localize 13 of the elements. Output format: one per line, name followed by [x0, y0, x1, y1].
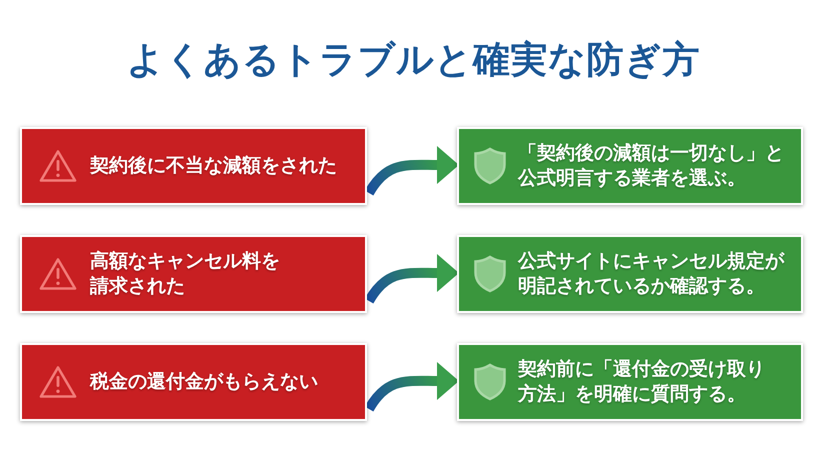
problem-text: 税金の還付金がもらえない	[90, 370, 319, 394]
solution-box	[457, 127, 803, 205]
solution-box	[457, 235, 803, 313]
title: よくあるトラブルと確実な防ぎ方	[126, 38, 700, 82]
solution-box	[457, 343, 803, 421]
problem-text: 契約後に不当な減額をされた	[90, 154, 338, 178]
problem-box	[20, 343, 367, 421]
problem-box	[20, 127, 367, 205]
solution-text: 「契約後の減額は一切なし」と公式明言する業者を選ぶ。	[518, 141, 785, 191]
solution-text: 契約前に「還付金の受け取り方法」を明確に質問する。	[518, 357, 766, 407]
problem-box	[20, 235, 367, 313]
solution-text: 公式サイトにキャンセル規定が明記されているか確認する。	[518, 249, 786, 299]
problem-text: 高額なキャンセル料を請求された	[90, 249, 281, 299]
